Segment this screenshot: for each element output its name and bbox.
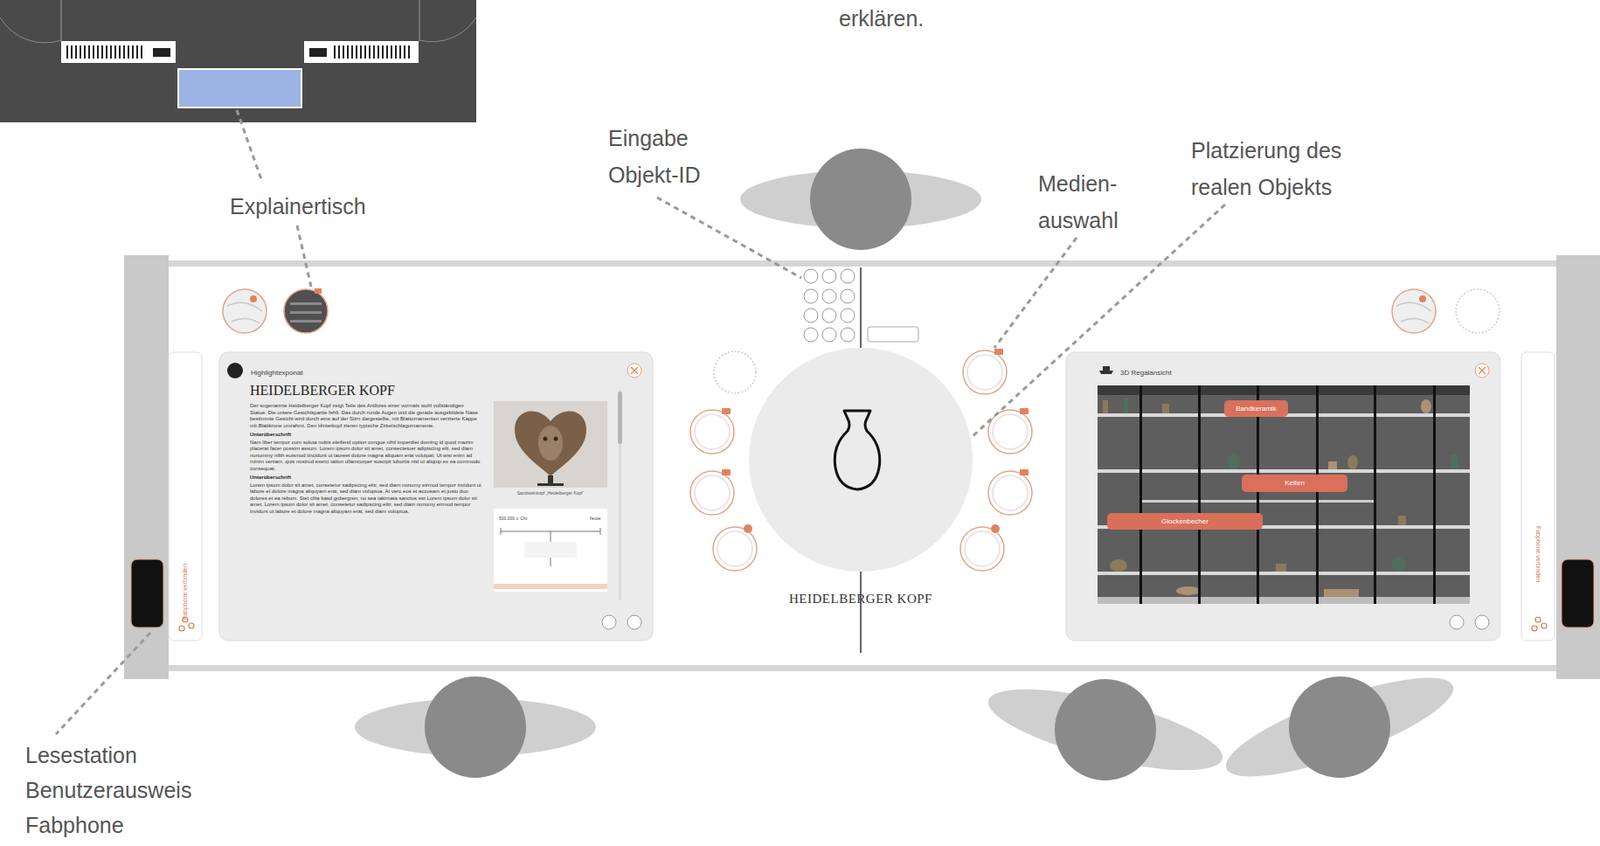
- body-text: Der sogenannte Heidelberger Kopf zeigt T…: [249, 402, 482, 430]
- visitor: [354, 676, 596, 778]
- caption-fragment: erklären.: [838, 0, 924, 37]
- callout-label: Eingabe Objekt-ID: [608, 119, 703, 194]
- category-tag: Bandkeramik: [1224, 400, 1289, 417]
- tag-label: Bandkeramik: [1235, 404, 1277, 414]
- side-strip: [1521, 352, 1555, 641]
- panel-title: 3D Regalansicht: [1120, 368, 1172, 378]
- callout-label: Explainertisch: [229, 187, 367, 225]
- keypad: [803, 269, 855, 342]
- empty-slot: [713, 351, 756, 394]
- info-panel: HighlightexponatHEIDELBERGER KOPF Der sog…: [219, 352, 653, 641]
- phone-reader: [131, 559, 164, 628]
- vase-icon: [834, 410, 880, 490]
- object-heading: HEIDELBERGER KOPF: [249, 381, 395, 399]
- placement-circle: [748, 347, 973, 572]
- body-text: Lorem ipsum dolor sit amet, consetetur s…: [249, 482, 482, 516]
- shelf-view: [1097, 385, 1470, 604]
- callout-label: Platzierung des realen Objekts: [1191, 131, 1344, 206]
- table-end-cap: [1556, 255, 1600, 679]
- category-tag: Kelten: [1241, 474, 1348, 492]
- id-field: [867, 326, 919, 342]
- empty-slot: [1455, 289, 1500, 333]
- sub-heading: Unterüberschrift: [249, 431, 482, 439]
- callout-label: Lesestation Benutzerausweis Fabphone: [25, 737, 194, 843]
- media-button: [962, 348, 1007, 395]
- shelf-panel-bg: [1066, 352, 1501, 641]
- info-panel-bg: [219, 352, 653, 641]
- panel-title: Highlightexponat: [250, 368, 304, 378]
- visitor: [740, 148, 982, 250]
- map-button: [1392, 289, 1436, 333]
- phone-reader: [1561, 559, 1594, 628]
- body-text: Nam liber tempor cum soluta nobis eleife…: [249, 439, 482, 473]
- object-name: HEIDELBERGER KOPF: [789, 590, 933, 607]
- explainer-button: [283, 288, 328, 333]
- object-photo: [493, 401, 608, 488]
- strip-label: Fabphone verbinden: [181, 563, 189, 620]
- media-button: [988, 469, 1033, 515]
- floor-plan: [0, 0, 477, 123]
- timeline-label: heute: [589, 515, 602, 521]
- tag-label: Glockenbecher: [1161, 517, 1209, 527]
- photo-caption: Sandsteinkopf „Heidelberger Kopf“: [493, 490, 608, 496]
- leader-line: [55, 110, 1226, 735]
- side-strip: Fabphone verbinden: [1521, 352, 1555, 641]
- category-tag: Glockenbecher: [1107, 512, 1263, 530]
- visitor: [981, 672, 1230, 788]
- callout-label: Medien- auswahl: [1038, 165, 1121, 239]
- media-button: [690, 408, 735, 454]
- map-button: [222, 289, 267, 333]
- table-surface: [168, 260, 1557, 672]
- shelf-panel: 3D RegalansichtBandkeramikKeltenGlockenb…: [1066, 352, 1501, 641]
- side-strip: [168, 352, 202, 641]
- media-button: [713, 524, 757, 571]
- side-strip: Fabphone verbinden: [168, 352, 202, 641]
- strip-label: Fabphone verbinden: [1534, 526, 1542, 582]
- timeline-box: [493, 508, 608, 592]
- table-end-cap: [124, 255, 169, 679]
- text-column: Der sogenannte Heidelberger Kopf zeigt T…: [249, 402, 482, 518]
- media-button: [960, 524, 1005, 571]
- tag-label: Kelten: [1284, 478, 1305, 488]
- media-button: [690, 469, 735, 515]
- sub-heading: Unterüberschrift: [249, 474, 482, 482]
- visitor: [1216, 658, 1463, 796]
- timeline-label: 500.000 v. Chr.: [498, 515, 529, 521]
